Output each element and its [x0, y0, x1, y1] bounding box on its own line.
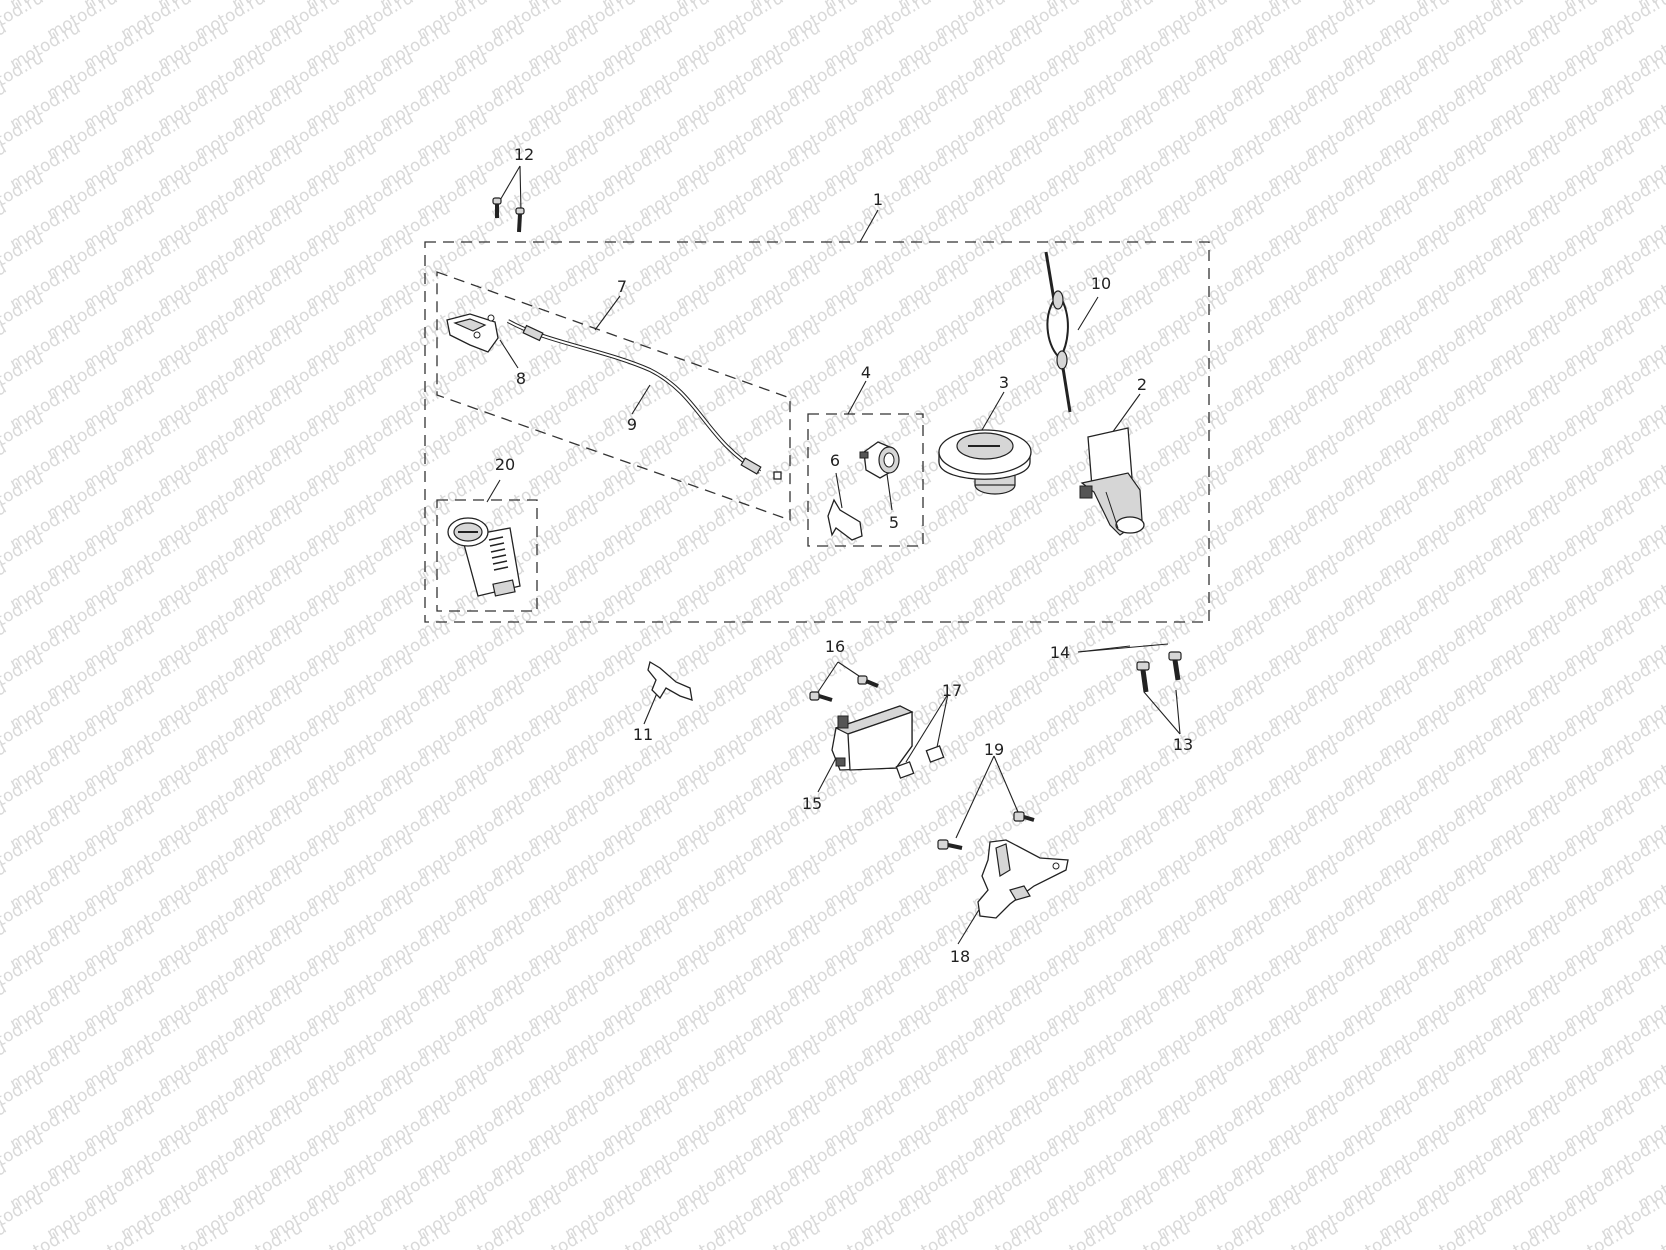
watermark-text: motod.ru — [1487, 1218, 1565, 1250]
watermark-text: motod.ru — [747, 1218, 825, 1250]
part-6-clip — [827, 498, 863, 541]
callout-4: 4 — [861, 363, 871, 382]
watermark-text: motod.ru — [525, 1218, 603, 1250]
watermark-text: motod.ru — [81, 1218, 159, 1250]
part-10-wire-harness — [1044, 251, 1072, 413]
callout-5: 5 — [889, 513, 899, 532]
watermark-text: motod.ru — [1117, 1218, 1195, 1250]
watermark-text: motod.ru — [1339, 1218, 1417, 1250]
callout-15: 15 — [802, 794, 822, 813]
callout-18: 18 — [950, 947, 970, 966]
callout-2: 2 — [1137, 375, 1147, 394]
callout-11: 11 — [633, 725, 653, 744]
watermark-text: motod.ru — [7, 1218, 85, 1250]
callout-17: 17 — [942, 681, 962, 700]
watermark-text: motod.ru — [1191, 1218, 1269, 1250]
callout-9: 9 — [627, 415, 637, 434]
callout-13: 13 — [1173, 735, 1193, 754]
callout-8: 8 — [516, 369, 526, 388]
watermark-text: motod.ru — [303, 1218, 381, 1250]
watermark-text: motod.ru — [229, 1218, 307, 1250]
callout-12: 12 — [514, 145, 534, 164]
watermark-text: motod.ru — [155, 1218, 233, 1250]
callout-7: 7 — [617, 277, 627, 296]
callout-3: 3 — [999, 373, 1009, 392]
watermark-text: motod.ru — [673, 1218, 751, 1250]
watermark-text: motod.ru — [1265, 1218, 1343, 1250]
callout-1: 1 — [873, 190, 883, 209]
part-8-latch — [446, 313, 499, 353]
part-15-control-unit — [831, 705, 914, 771]
callout-16: 16 — [825, 637, 845, 656]
watermark-text: motod.ru — [821, 1218, 899, 1250]
callout-19: 19 — [984, 740, 1004, 759]
part-3-fuel-cap — [938, 429, 1032, 495]
callout-20: 20 — [495, 455, 515, 474]
watermark-text: motod.ru — [895, 1218, 973, 1250]
watermark-text: motod.ru — [451, 1218, 529, 1250]
watermark-text: motod.ru — [1413, 1218, 1491, 1250]
callout-10: 10 — [1091, 274, 1111, 293]
callout-14: 14 — [1050, 643, 1070, 662]
watermark-text: motod.ru — [599, 1218, 677, 1250]
watermark-text: motod.ru — [1043, 1218, 1121, 1250]
callout-6: 6 — [830, 451, 840, 470]
watermark-text: motod.ru — [969, 1218, 1047, 1250]
watermark-text: motod.ru — [377, 1218, 455, 1250]
watermark-text: motod.ru — [1561, 1218, 1639, 1250]
